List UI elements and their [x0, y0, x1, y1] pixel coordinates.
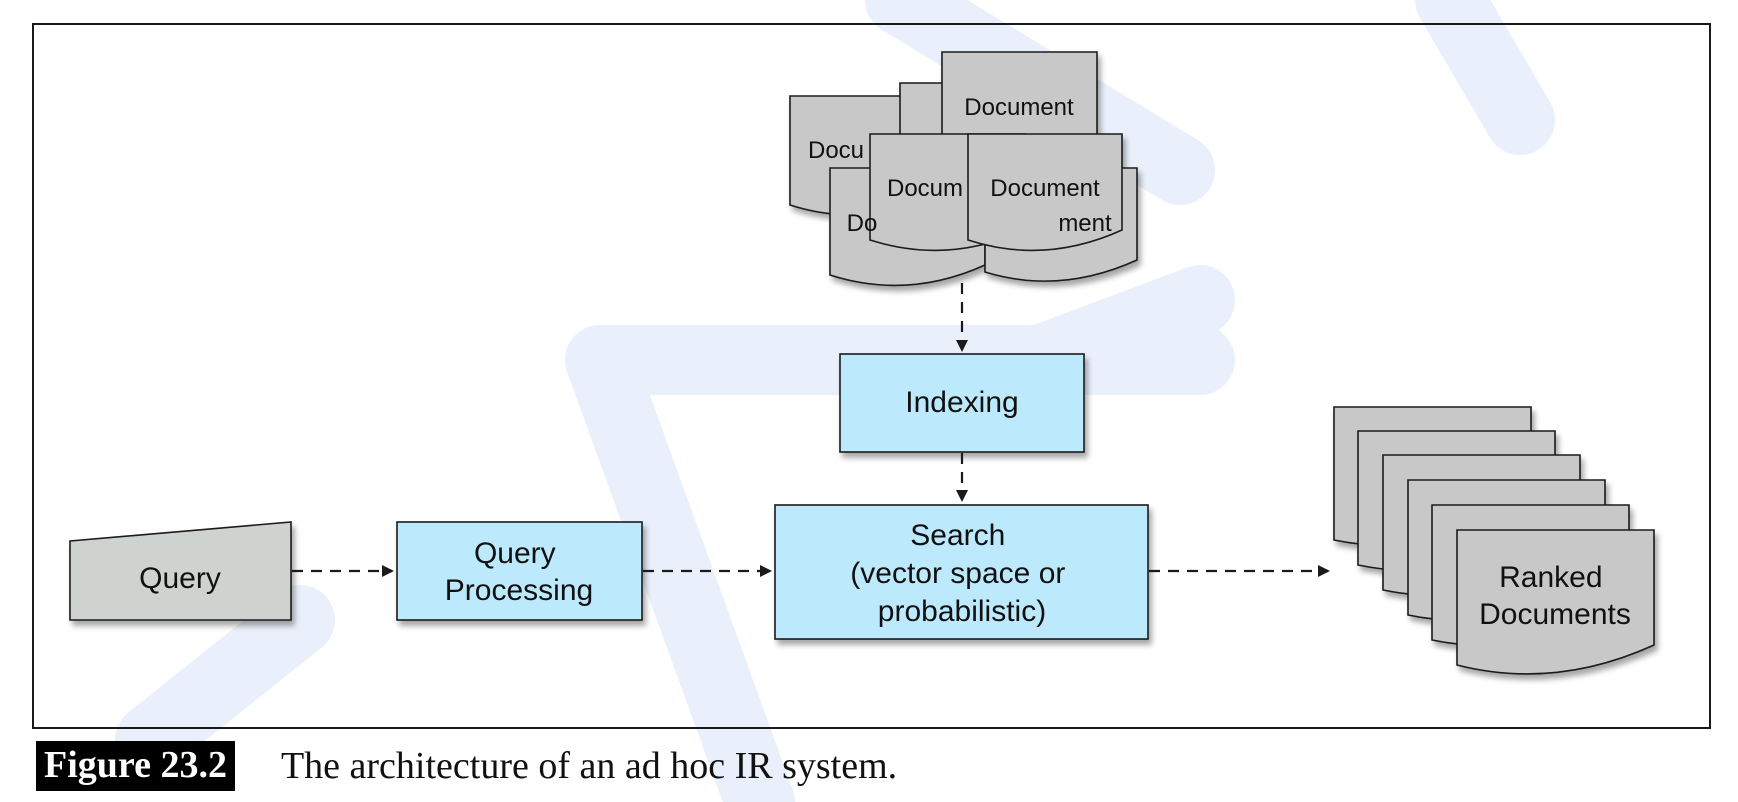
documents-stack-labels: Docu Do Document Docum Document ment: [808, 94, 1112, 237]
figure-label: Figure 23.2: [36, 741, 235, 791]
query-shape: [69, 521, 292, 621]
search-line: probabilistic): [878, 595, 1046, 628]
caption-text: The architecture of an ad hoc IR system.: [280, 745, 898, 787]
ranked-documents-label: Ranked Documents: [1479, 561, 1631, 631]
search-line: Search: [910, 519, 1005, 552]
indexing-box: [839, 353, 1085, 453]
ranked-document-shape: [1456, 529, 1655, 675]
document-label: ment: [1058, 210, 1112, 237]
document-label: Do: [847, 210, 878, 237]
query-processing-box: [396, 521, 643, 621]
figure-caption: Figure 23.2 The architecture of an ad ho…: [36, 740, 897, 792]
search-label: Search (vector space or probabilistic): [850, 519, 1073, 628]
query-processing-line: Processing: [445, 574, 593, 607]
arrows: [292, 283, 1330, 577]
document-label: Document: [964, 94, 1074, 121]
figure-border: [32, 23, 1711, 729]
document-label: Docu: [808, 137, 864, 164]
query-processing-line: Query: [474, 537, 556, 570]
document-shape: [967, 133, 1123, 252]
search-box: [774, 504, 1149, 640]
ranked-documents-stack: [1333, 406, 1655, 675]
documents-stack: [789, 51, 1138, 287]
search-line: (vector space or: [850, 557, 1065, 590]
document-label: Docum: [887, 175, 963, 202]
ranked-documents-line: Documents: [1479, 598, 1631, 631]
query-processing-label: Query Processing: [445, 537, 593, 607]
indexing-label: Indexing: [905, 386, 1018, 419]
ranked-documents-line: Ranked: [1499, 561, 1602, 594]
query-label: Query: [139, 562, 221, 595]
document-label: Document: [990, 175, 1100, 202]
